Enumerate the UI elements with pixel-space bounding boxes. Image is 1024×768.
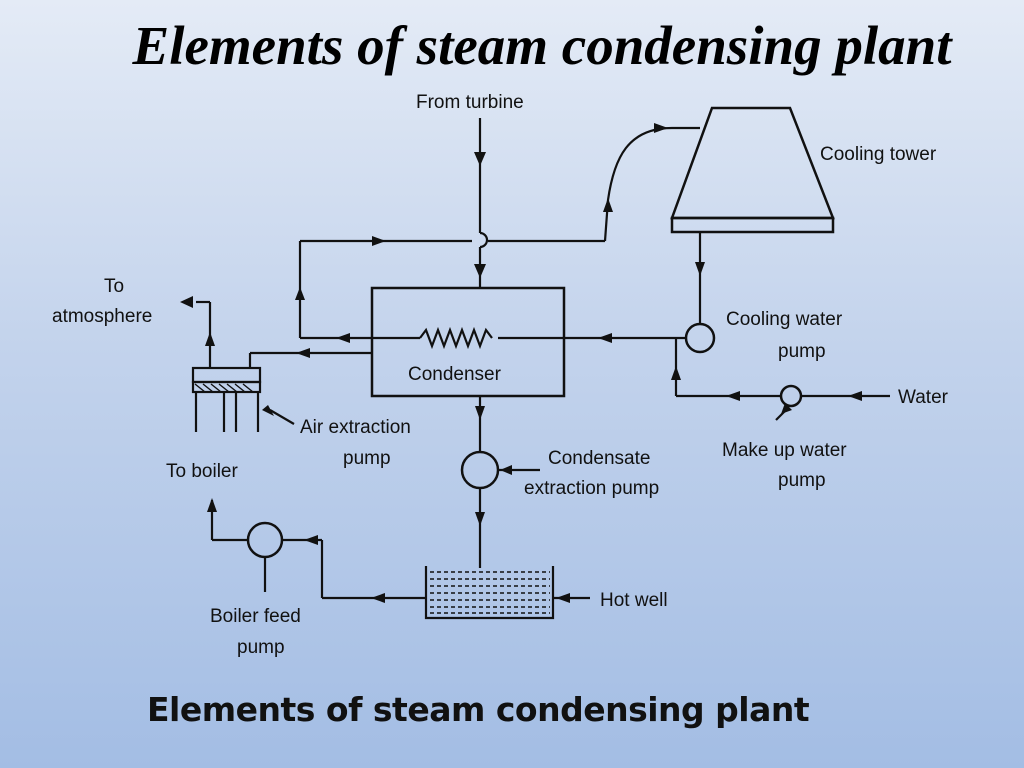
make-up-water-line <box>671 338 890 421</box>
label-condensate-pump-line2: extraction pump <box>524 478 659 499</box>
label-condenser: Condenser <box>408 364 502 385</box>
label-cooling-tower: Cooling tower <box>820 144 937 165</box>
label-cooling-water-pump-line1: Cooling water <box>726 309 843 330</box>
cooling-water-pump-symbol <box>684 322 716 354</box>
air-extraction-line <box>180 296 372 432</box>
hot-well <box>424 566 590 620</box>
cooling-water-return-line <box>295 123 700 338</box>
label-from-turbine: From turbine <box>416 92 524 113</box>
condenser <box>370 286 566 398</box>
condensate-line <box>460 396 540 568</box>
label-water: Water <box>898 387 949 408</box>
coil-line <box>300 333 686 343</box>
label-make-up-pump-line2: pump <box>778 470 826 491</box>
label-make-up-pump-line1: Make up water <box>722 440 847 461</box>
make-up-water-pump-symbol <box>779 384 803 408</box>
label-to-atmosphere-line1: To <box>104 276 124 297</box>
label-boiler-feed-pump-line1: Boiler feed <box>210 606 301 627</box>
boiler-feed-pump-symbol <box>246 521 284 559</box>
label-to-boiler: To boiler <box>166 461 238 482</box>
cooling-tower <box>670 106 835 234</box>
label-boiler-feed-pump-line2: pump <box>237 637 285 658</box>
label-cooling-water-pump-line2: pump <box>778 341 826 362</box>
tower-to-pump-line <box>684 232 716 354</box>
label-air-extraction-pump-line2: pump <box>343 448 391 469</box>
slide-title: Elements of steam condensing plant <box>132 15 952 76</box>
label-hot-well: Hot well <box>600 590 668 611</box>
label-condensate-pump-line1: Condensate <box>548 448 650 469</box>
boiler-feed-line <box>207 498 426 603</box>
label-air-extraction-pump-line1: Air extraction <box>300 417 411 438</box>
steam-inlet-line <box>474 118 489 288</box>
label-to-atmosphere-line2: atmosphere <box>52 306 152 327</box>
diagram-caption: Elements of steam condensing plant <box>147 690 810 729</box>
condensate-pump-symbol <box>460 450 500 490</box>
